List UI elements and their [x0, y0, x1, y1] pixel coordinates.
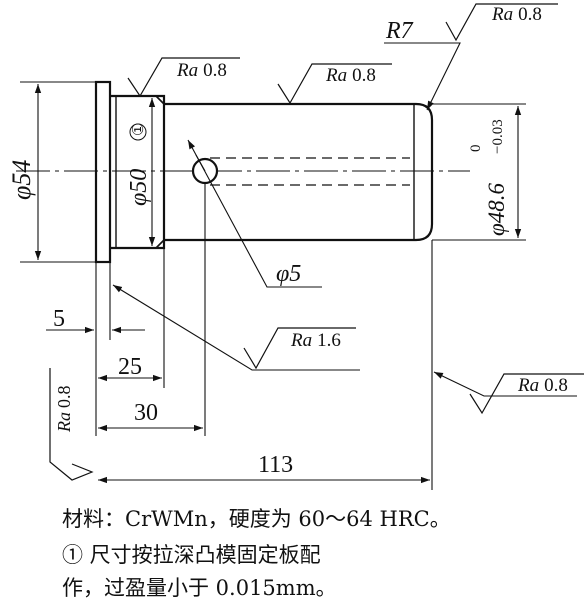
shank-tol-upper: 0: [468, 145, 484, 153]
roughness-symbols: [49, 3, 584, 481]
extension-lines: [20, 81, 526, 490]
len-5-label: 5: [53, 306, 65, 332]
roughness-label-left: Ra0.8: [54, 386, 74, 434]
roughness-symbol-top-right: [445, 3, 558, 42]
len-113-label: 113: [258, 452, 293, 478]
note-material: 材料：CrWMn，硬度为 60～64 HRC。: [62, 507, 451, 531]
len-25-label: 25: [118, 354, 142, 380]
roughness-symbol-end-face: [469, 373, 584, 415]
leader-ra16: [112, 284, 360, 371]
hole-dia-label: φ5: [276, 261, 301, 287]
roughness-symbol-left: [49, 368, 94, 481]
circle-marker-ring: [129, 123, 147, 141]
note-fit-2: 作，过盈量小于 0.015mm。: [62, 576, 337, 600]
shank-tol-lower: −0.03: [490, 119, 506, 154]
radius-label: R7: [385, 18, 414, 44]
leader-r7: [384, 42, 461, 111]
dimension-lines: [34, 84, 522, 484]
shoulder-chamfer: [155, 95, 165, 249]
shank-dia-label: φ48.6: [484, 183, 509, 236]
len-30-label: 30: [134, 400, 158, 426]
note-fit-1: ① 尺寸按拉深凸模固定板配: [62, 543, 321, 567]
roughness-symbol-face: [243, 327, 356, 370]
roughness-symbol-shank-top: [277, 63, 392, 105]
hidden-lines: [210, 157, 410, 186]
head-flange: [94, 80, 112, 264]
head-dia-label: φ54: [7, 160, 36, 200]
leaders: [112, 42, 577, 397]
circle-marker-label: ①: [131, 123, 147, 136]
leader-ra08-end: [433, 371, 577, 397]
shoulder-dia-label: φ50: [126, 169, 152, 206]
roughness-symbol-shoulder: [127, 57, 240, 98]
shank-outline: [164, 102, 434, 242]
leader-hole: [187, 139, 322, 288]
